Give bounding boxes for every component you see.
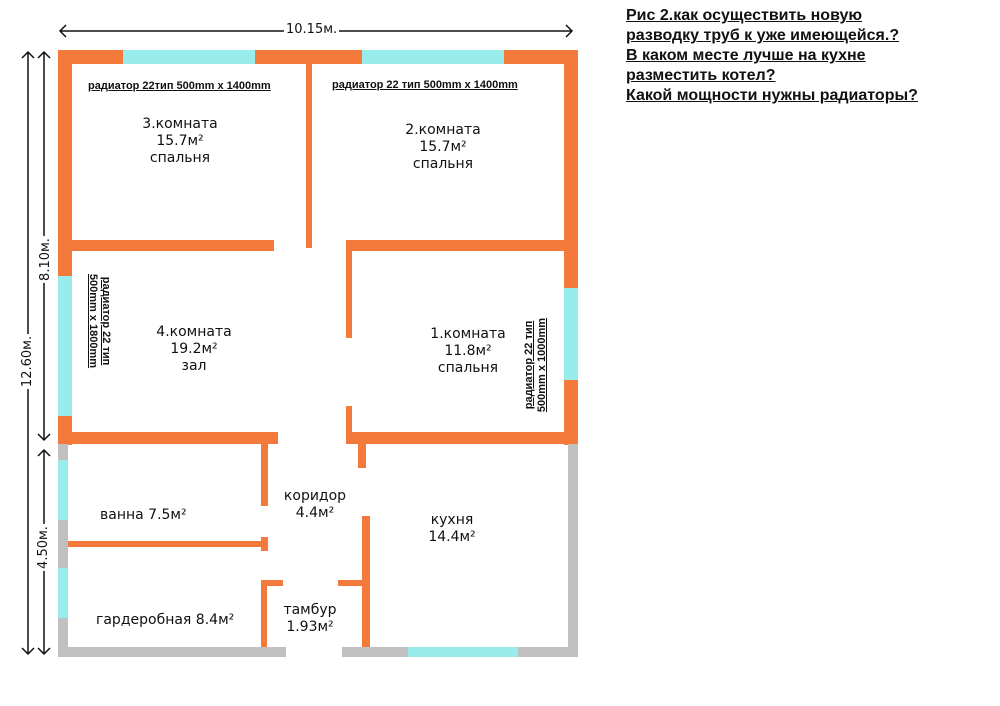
dim-height-upper-arrow-bottom [37, 433, 51, 442]
question-line-4: разместить котел? [626, 67, 776, 84]
window-room3-top [123, 50, 255, 64]
kitchen-label: кухня 14.4м² [402, 512, 502, 546]
wall-lower-top-right [346, 432, 578, 444]
kitchen-name: кухня [430, 512, 474, 528]
room3-name: 3.комната [142, 116, 218, 132]
question-line-3: В каком месте лучше на кухне [626, 47, 866, 64]
wall-kitchen-left [362, 516, 370, 647]
corridor-name: коридор [283, 488, 347, 504]
room1-label: 1.комната 11.8м² спальня [418, 326, 518, 377]
window-room2-top [362, 50, 504, 64]
vestibule-area: 1.93м² [286, 619, 334, 635]
dim-width-arrow-right [565, 24, 574, 38]
wall-room1-left-lower [346, 406, 352, 442]
dim-height-total-arrow-top [21, 50, 35, 59]
dim-width-label: 10.15м. [284, 22, 340, 37]
room3-label: 3.комната 15.7м² спальня [130, 116, 230, 167]
window-wardrobe [58, 568, 68, 618]
wall-mid-left [58, 240, 274, 251]
vestibule-label: тамбур 1.93м² [270, 602, 350, 636]
floor-plan: радиатор 22тип 500mm x 1400mm радиатор 2… [20, 22, 578, 657]
wall-bath-wardrobe [68, 541, 268, 547]
dim-height-total-arrow-bottom [21, 647, 35, 656]
window-kitchen [408, 647, 518, 657]
vestibule-name: тамбур [283, 602, 337, 618]
room1-area: 11.8м² [444, 343, 492, 359]
wall-lower-left [58, 444, 68, 657]
wall-corridor-left [261, 444, 268, 506]
room4-label: 4.комната 19.2м² зал [144, 324, 244, 375]
entrance-door [286, 647, 342, 657]
corridor-label: коридор 4.4м² [268, 488, 362, 522]
wardrobe-label: гардеробная 8.4м² [96, 612, 235, 628]
dim-height-lower-arrow-bottom [37, 647, 51, 656]
window-room1-right [564, 288, 578, 380]
wall-vestibule-right-stub [338, 580, 366, 586]
dim-height-lower-arrow-top [37, 448, 51, 457]
room2-label: 2.комната 15.7м² спальня [393, 122, 493, 173]
corridor-area: 4.4м² [295, 505, 335, 521]
room2-area: 15.7м² [419, 139, 467, 155]
dim-height-upper-label: 8.10м. [37, 236, 53, 283]
room3-area: 15.7м² [156, 133, 204, 149]
room4-purpose: зал [181, 358, 207, 374]
question-line-5: Какой мощности нужны радиаторы? [626, 87, 918, 104]
room3-purpose: спальня [149, 150, 211, 166]
wall-mid-right [346, 240, 578, 251]
wall-vestibule-left-stub [261, 580, 283, 586]
room1-name: 1.комната [430, 326, 506, 342]
dim-width-arrow-left [58, 24, 67, 38]
question-text: Рис 2.как осуществить новую разводку тру… [626, 6, 918, 106]
kitchen-area: 14.4м² [428, 529, 476, 545]
dim-height-upper-arrow-top [37, 50, 51, 59]
wall-lower-top-left [58, 432, 278, 444]
room2-purpose: спальня [412, 156, 474, 172]
room2-name: 2.комната [405, 122, 481, 138]
window-bath [58, 460, 68, 520]
dim-height-lower-label: 4.50м. [35, 524, 51, 571]
question-line-2: разводку труб к уже имеющейся.? [626, 27, 900, 44]
radiator-room3-label: радиатор 22тип 500mm x 1400mm [88, 80, 271, 92]
dimension-lines [21, 24, 574, 656]
wall-room1-left [346, 248, 352, 338]
wall-kitchen-left-top [358, 444, 366, 468]
wall-partition-3-2 [306, 64, 312, 248]
dim-height-total-label: 12.60м. [20, 333, 36, 390]
room1-purpose: спальня [437, 360, 499, 376]
room4-area: 19.2м² [170, 341, 218, 357]
bath-label: ванна 7.5м² [100, 507, 187, 523]
radiator-room2-label: радиатор 22 тип 500mm x 1400mm [332, 79, 518, 91]
window-room4-left [58, 276, 72, 416]
wall-vestibule-left [261, 580, 267, 647]
room4-name: 4.комната [156, 324, 232, 340]
question-line-1: Рис 2.как осуществить новую [626, 7, 863, 24]
wall-bath-wardrobe-end [261, 537, 268, 551]
wall-lower-right [568, 444, 578, 657]
